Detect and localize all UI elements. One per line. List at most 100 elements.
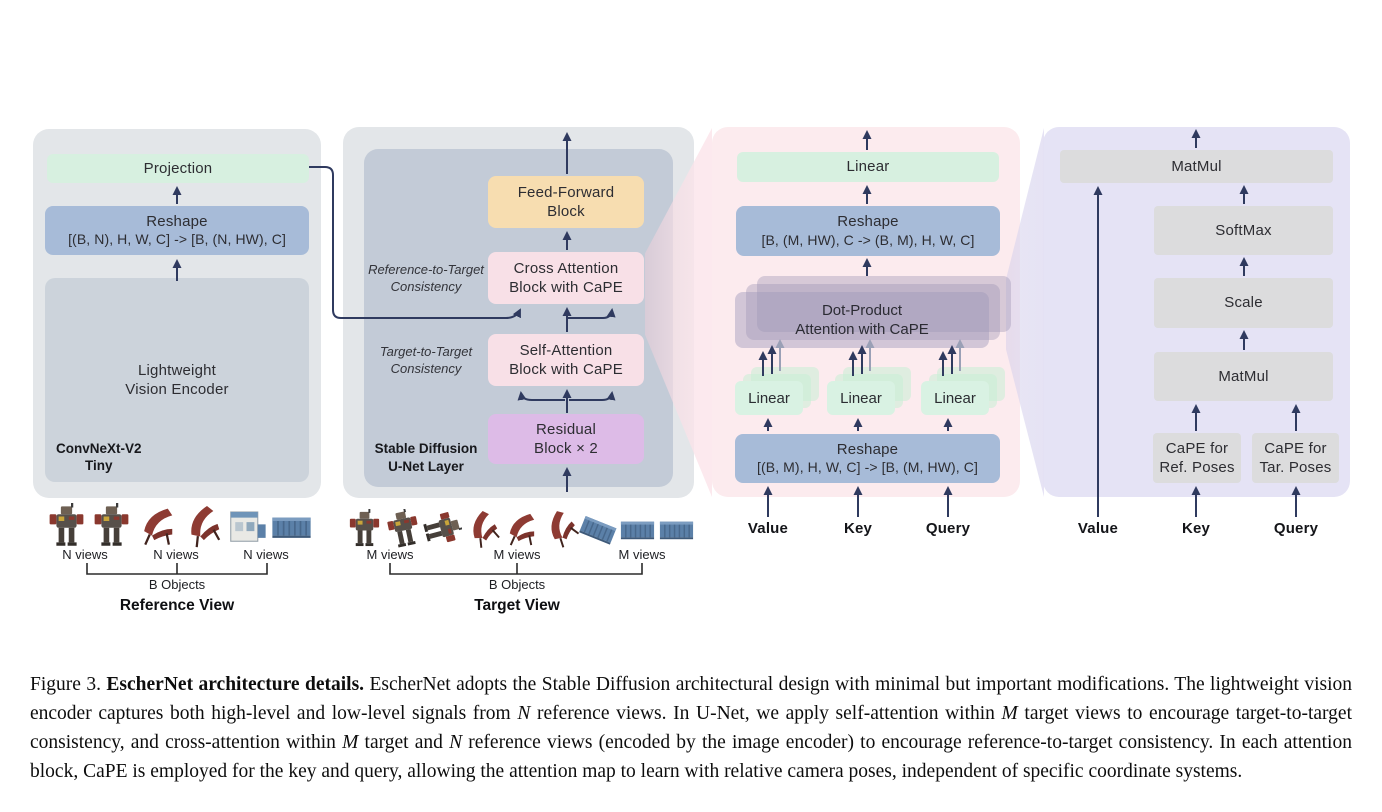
cross-attention-box: Cross Attention Block with CaPE — [488, 252, 644, 304]
caption-segment: M — [342, 731, 359, 753]
reshape-bottom-box: Reshape [(B, M), H, W, C] -> [B, (M, HW)… — [735, 434, 1000, 483]
linear-query-box: Linear — [921, 381, 989, 415]
dot-product-layer-front: Dot-Product Attention with CaPE — [735, 292, 989, 348]
reshape-formula: [(B, N), H, W, C] -> [B, (N, HW), C] — [68, 231, 286, 248]
self-attention-box: Self-Attention Block with CaPE — [488, 334, 644, 386]
cape-tar-line1: CaPE for — [1264, 439, 1327, 457]
cape-ref-line2: Ref. Poses — [1159, 459, 1235, 476]
reference-view-title: Reference View — [119, 597, 235, 614]
target-views-thumbnails — [345, 504, 696, 548]
b-objects-label-target: B Objects — [488, 577, 546, 592]
reshape-top-title: Reshape — [837, 213, 899, 231]
reference-views-thumbnails — [44, 503, 314, 548]
softmax-label: SoftMax — [1215, 221, 1272, 239]
scale-label: Scale — [1224, 294, 1263, 312]
query-label-attention: Query — [925, 520, 971, 537]
robot-icon — [94, 503, 129, 546]
scale-box: Scale — [1154, 278, 1333, 328]
key-label-attention: Key — [843, 520, 873, 537]
query-label-cape: Query — [1273, 520, 1319, 537]
target-consistency-label: Target-to-Target Consistency — [366, 344, 486, 378]
m-views-label-1: M views — [366, 547, 414, 562]
feed-forward-line2: Block — [547, 203, 585, 220]
caption-segment: reference views. In U-Net, we apply self… — [530, 702, 1002, 724]
caption-segment: reference views (encoded by the image en… — [30, 731, 1352, 783]
vision-encoder-box: Lightweight Vision Encoder — [45, 278, 309, 482]
ref-consistency-line2: Consistency — [390, 278, 462, 294]
figure-caption: Figure 3. EscherNet architecture details… — [30, 670, 1352, 787]
chair-icon — [508, 512, 536, 547]
container-icon — [620, 520, 655, 540]
robot-icon — [49, 503, 84, 546]
backbone-line1: ConvNeXt-V2 — [56, 441, 142, 456]
linear-out-label: Linear — [846, 158, 890, 176]
reshape-box-encoder: Reshape [(B, N), H, W, C] -> [B, (N, HW)… — [45, 206, 309, 255]
backbone-line2: Tiny — [85, 457, 113, 473]
matmul-bottom-box: MatMul — [1154, 352, 1333, 401]
cross-attention-line2: Block with CaPE — [509, 279, 623, 296]
reference-consistency-label: Reference-to-Target Consistency — [366, 262, 486, 296]
cape-ref-line1: CaPE for — [1165, 439, 1229, 457]
projection-box: Projection — [47, 154, 309, 183]
reshape-bottom-formula: [(B, M), H, W, C] -> [B, (M, HW), C] — [757, 459, 978, 476]
caption-segment: target views to encourage target-to-targ… — [30, 702, 1353, 753]
projection-label: Projection — [143, 159, 213, 177]
dot-product-layer-back — [757, 276, 1011, 332]
backbone-label: ConvNeXt-V2 Tiny — [56, 441, 142, 475]
chair-icon — [463, 509, 501, 548]
dot-product-layer-mid — [746, 284, 1000, 340]
b-objects-label-reference: B Objects — [148, 577, 206, 592]
n-views-label-3: N views — [243, 547, 289, 562]
dot-product-line2: Attention with CaPE — [795, 321, 929, 338]
reshape-top-box: Reshape [B, (M, HW), C -> (B, M), H, W, … — [736, 206, 1000, 256]
reshape-bottom-title: Reshape — [836, 440, 899, 458]
reshape-title: Reshape — [146, 212, 208, 230]
dot-product-line1: Dot-Product — [821, 301, 903, 319]
caption-segment: N — [517, 702, 531, 724]
feed-forward-line1: Feed-Forward — [517, 183, 615, 201]
chair-icon — [143, 507, 174, 546]
softmax-box: SoftMax — [1154, 206, 1333, 255]
value-label-cape: Value — [1077, 520, 1119, 537]
unet-layer-line1: Stable Diffusion — [374, 441, 478, 456]
linear-key-label: Linear — [840, 389, 882, 407]
linear-query-label: Linear — [934, 389, 976, 407]
residual-line1: Residual — [536, 420, 596, 438]
n-views-label-2: N views — [153, 547, 199, 562]
residual-line2: Block × 2 — [534, 440, 598, 457]
unet-layer-label: Stable Diffusion U-Net Layer — [366, 440, 486, 475]
key-label-cape: Key — [1181, 520, 1211, 537]
robot-icon — [349, 509, 380, 547]
chair-icon — [183, 503, 224, 548]
ref-consistency-line1: Reference-to-Target — [368, 262, 484, 277]
container-icon — [579, 515, 618, 546]
building-icon — [230, 511, 267, 542]
vision-encoder-label-line1: Lightweight — [137, 361, 217, 379]
self-attention-line1: Self-Attention — [519, 341, 613, 359]
caption-segment: Figure 3. — [30, 673, 107, 695]
unet-layer-line2: U-Net Layer — [388, 458, 464, 474]
tgt-consistency-line1: Target-to-Target — [379, 344, 473, 359]
caption-segment: N — [449, 731, 463, 753]
matmul-top-box: MatMul — [1060, 150, 1333, 183]
linear-out-box: Linear — [737, 152, 999, 182]
n-views-label-1: N views — [62, 547, 108, 562]
value-label-attention: Value — [747, 520, 789, 537]
cape-tar-line2: Tar. Poses — [1259, 459, 1332, 476]
caption-segment: target and — [358, 731, 450, 753]
robot-icon — [423, 509, 462, 548]
robot-icon — [385, 509, 422, 548]
caption-segment: EscherNet architecture details. — [106, 673, 365, 695]
container-icon — [271, 516, 312, 539]
cape-tar-poses-box: CaPE for Tar. Poses — [1252, 433, 1339, 483]
linear-value-label: Linear — [748, 389, 790, 407]
linear-value-box: Linear — [735, 381, 803, 415]
container-icon — [659, 520, 694, 540]
matmul-bottom-label: MatMul — [1218, 367, 1269, 385]
self-attention-line2: Block with CaPE — [509, 361, 623, 378]
cape-ref-poses-box: CaPE for Ref. Poses — [1153, 433, 1241, 483]
m-views-label-3: M views — [618, 547, 666, 562]
caption-segment: EscherNet adopts the Stable Diffusion ar… — [30, 673, 1352, 724]
linear-key-box: Linear — [827, 381, 895, 415]
